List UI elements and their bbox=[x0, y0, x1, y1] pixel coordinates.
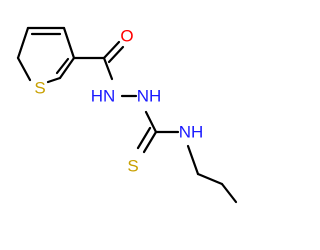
bond-nh-thiocarbon bbox=[144, 110, 158, 134]
atom-ring-sulfur: S bbox=[34, 79, 45, 98]
bond-amine-propyl-c1 bbox=[186, 144, 200, 176]
bond-thiocarbon-s-a bbox=[142, 130, 158, 154]
atom-hydrazide-nh-1: HN bbox=[91, 87, 116, 106]
atom-hydrazide-nh-2: NH bbox=[137, 87, 162, 106]
bond-thiocarbon-s-b bbox=[136, 126, 152, 150]
bond-ring-c2-s bbox=[46, 76, 62, 84]
bond-ring-s-c5-left bbox=[16, 56, 32, 82]
atom-carbonyl-oxygen: O bbox=[120, 27, 133, 46]
bond-ring-c4-c3 bbox=[62, 26, 76, 60]
bond-ring-c3-c2 bbox=[58, 56, 76, 80]
bond-carbonyl-hn bbox=[102, 56, 114, 81]
bond-carbonyl-o-b bbox=[107, 45, 125, 64]
bond-carbonyl-o-a bbox=[102, 40, 121, 60]
atom-amine-nh: NH bbox=[179, 123, 204, 142]
bond-ring-s-c5 bbox=[16, 26, 30, 60]
bond-propyl-c1-c2 bbox=[196, 172, 224, 186]
atom-labels: S O HN NH S NH bbox=[34, 27, 203, 176]
molecule-structure: S O HN NH S NH bbox=[16, 26, 238, 204]
bonds bbox=[16, 26, 238, 204]
bond-propyl-c2-c3 bbox=[220, 182, 238, 204]
bond-ring-c3-c2-inner bbox=[55, 57, 70, 75]
atom-thio-sulfur: S bbox=[127, 157, 138, 176]
